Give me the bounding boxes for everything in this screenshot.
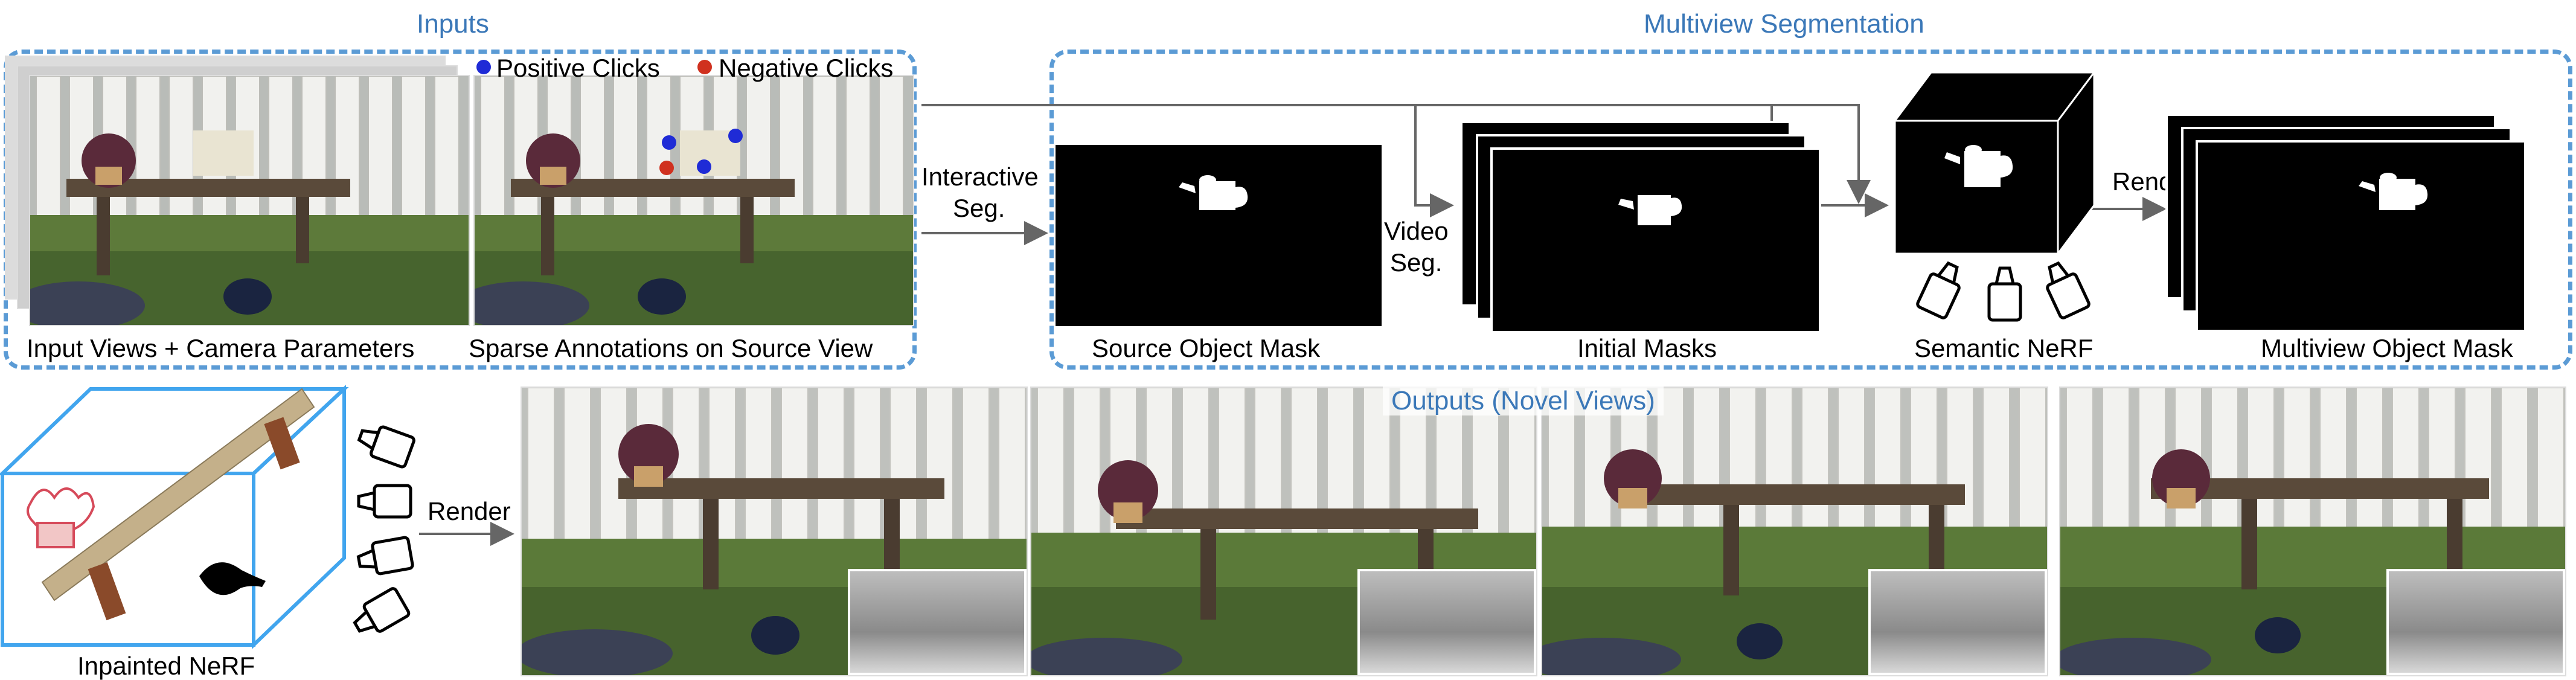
watering-can-silhouette — [1618, 195, 1682, 225]
caption-input-views: Input Views + Camera Parameters — [27, 334, 415, 362]
depth-inset — [2386, 569, 2565, 675]
camera-icon — [353, 587, 411, 633]
camera-icon — [357, 425, 415, 469]
caption-sparse-annotations: Sparse Annotations on Source View — [469, 334, 873, 362]
camera-icon — [1916, 261, 1961, 319]
render-label-outputs: Render — [428, 497, 511, 525]
caption-semantic-nerf: Semantic NeRF — [1914, 334, 2094, 362]
input-view-front — [29, 75, 470, 326]
camera-icon — [2046, 261, 2091, 319]
inputs-title: Inputs — [411, 11, 495, 37]
caption-initial-masks: Initial Masks — [1577, 334, 1717, 362]
depth-inset — [1868, 569, 2047, 675]
novel-view-4 — [2059, 387, 2566, 676]
video-seg-label-1: Video — [1384, 217, 1449, 245]
caption-multiview-object-mask: Multiview Object Mask — [2261, 334, 2513, 362]
garden-scene-photo-annotated — [475, 76, 913, 325]
camera-icon — [356, 536, 414, 576]
initial-mask-front — [1490, 147, 1821, 333]
legend-positive: Positive Clicks — [496, 54, 660, 82]
segmentation-title: Multiview Segmentation — [1638, 11, 1930, 37]
click-markers — [659, 129, 743, 175]
negative-click — [659, 161, 674, 175]
camera-icon — [1987, 266, 2022, 322]
source-object-mask — [1056, 145, 1382, 326]
depth-inset — [1357, 569, 1536, 675]
watering-can-silhouette — [1179, 175, 1248, 210]
positive-click — [728, 129, 743, 143]
segmentation-group — [1049, 50, 2572, 370]
cap-silhouette — [199, 562, 266, 595]
garden-scene-photo — [30, 76, 469, 325]
multiview-mask-front — [2196, 140, 2526, 332]
plant-sketch — [27, 487, 95, 548]
outputs-title: Outputs (Novel Views) — [1383, 387, 1664, 415]
watering-can-silhouette — [2359, 173, 2428, 210]
positive-click-legend-dot — [476, 60, 491, 74]
caption-source-object-mask: Source Object Mask — [1092, 334, 1321, 362]
camera-icons — [1916, 261, 2091, 322]
novel-view-2 — [1030, 387, 1537, 676]
positive-click — [697, 159, 711, 174]
positive-click — [662, 135, 676, 150]
output-camera-icons — [353, 425, 415, 633]
interactive-seg-label-1: Interactive — [921, 162, 1039, 191]
camera-icon — [357, 484, 412, 519]
depth-inset — [848, 569, 1027, 675]
negative-click-legend-dot — [697, 60, 712, 74]
semantic-nerf-cube — [1893, 69, 2096, 257]
video-seg-label-2: Seg. — [1390, 248, 1443, 277]
annotated-source-view — [473, 75, 914, 326]
legend-negative: Negative Clicks — [719, 54, 894, 82]
interactive-seg-label-2: Seg. — [953, 194, 1005, 222]
novel-view-1 — [521, 387, 1028, 676]
caption-inpainted-nerf: Inpainted NeRF — [77, 652, 255, 680]
inpainted-nerf-cube — [0, 385, 349, 650]
render-arrow — [419, 522, 514, 546]
novel-view-3 — [1541, 387, 2048, 676]
